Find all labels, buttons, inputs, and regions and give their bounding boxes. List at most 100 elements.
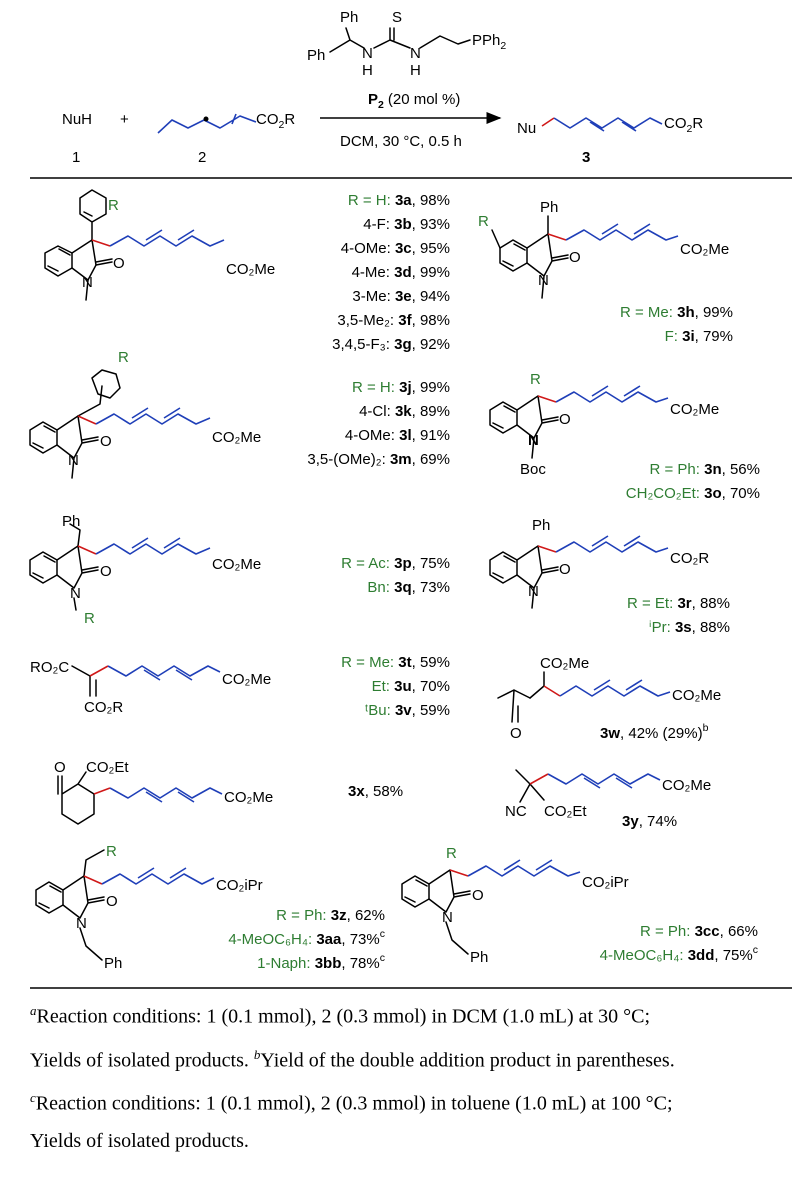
ketone-o-3x: O [54,759,66,776]
indolinone-o-3p: O [100,563,112,580]
catalyst-n1: N [362,45,373,62]
ester-co2me: CO₂Me [226,261,275,278]
structure-3w: CO₂Me O CO₂Me [497,655,721,742]
structure-3a-3g: N O R CO₂Me [44,189,275,301]
catalyst-h1: H [362,62,373,79]
ester-co2me-3t: CO₂Me [222,671,271,688]
allene-ester: CO2R [256,111,295,131]
label-compound-2: 2 [198,149,206,166]
allene-2: CO2R [157,111,295,134]
entry-3i: F: 3i, 79% [665,328,733,345]
structure-3r-3s: Ph N O CO₂R [489,517,709,609]
indolinone-n: N [82,274,93,291]
entry-3s: ⁱPr: 3s, 88% [649,619,730,636]
reagent-nuh: NuH [62,111,92,128]
entries-3a-3g: R = H: 3a, 98% 4-F: 3b, 93% 4-OMe: 3c, 9… [332,192,450,353]
entry-3c: 4-OMe: 3c, 95% [341,240,450,257]
entry-3a: R = H: 3a, 98% [348,192,450,209]
benzyl-r-group: R [118,349,129,366]
entry-3t: R = Me: 3t, 59% [341,654,450,671]
catalyst-pph2: PPh2 [472,32,506,52]
entry-3l: 4-OMe: 3l, 91% [345,427,450,444]
structure-3z-3bb: R N O Ph CO₂iPr [35,843,263,972]
ester-co2ipr-3cc: CO₂iPr [582,874,629,891]
entry-3k: 4-Cl: 3k, 89% [359,403,450,420]
structure-3y: NC CO₂Et CO₂Me [505,769,711,820]
entry-3f: 3,5-Me₂: 3f, 98% [337,312,450,329]
indolinone-n-3h: N [538,272,549,289]
ester-co2me-3j: CO₂Me [212,429,261,446]
entry-3r: R = Et: 3r, 88% [627,595,730,612]
r-group-3cc: R [446,845,457,862]
footnote-a: aReaction conditions: 1 (0.1 mmol), 2 (0… [30,1003,650,1028]
reaction-conditions: DCM, 30 °C, 0.5 h [340,133,462,150]
entry-3p: R = Ac: 3p, 75% [341,555,450,572]
r-group-3n: R [530,371,541,388]
ester-co2me-3w: CO₂Me [672,687,721,704]
ester-co2me-3p: CO₂Me [212,556,261,573]
entry-3d: 4-Me: 3d, 99% [352,264,450,281]
entries-3z-3bb: R = Ph: 3z, 62% 4-MeOC₆H₄: 3aa, 73%c 1-N… [228,907,385,972]
footnote-c-cont: Yields of isolated products. [30,1129,249,1152]
product-ester: CO2R [664,115,703,135]
structure-3n-3o: R N O Boc CO₂Me [489,371,719,478]
entry-3o: CH₂CO₂Et: 3o, 70% [626,485,760,502]
ester-co2me-3y: CO₂Me [662,777,711,794]
ester-co2ipr-3z: CO₂iPr [216,877,263,894]
ester-co2me-3x: CO₂Me [224,789,273,806]
entries-3n-3o: R = Ph: 3n, 56% CH₂CO₂Et: 3o, 70% [626,461,760,502]
nitrile-nc-3y: NC [505,803,527,820]
indolinone-n-3r: N [528,583,539,600]
indolinone-n-3j: N [68,452,79,469]
indolinone-o: O [113,255,125,272]
structure-3cc-3dd: R N O Ph CO₂iPr [401,845,629,966]
entry-3q: Bn: 3q, 73% [367,579,450,596]
entry-3y: 3y, 74% [622,813,677,830]
indolinone-o-3r: O [559,561,571,578]
benzyl-ph-3p: Ph [62,513,80,530]
aryl-r-group-3h: R [478,213,489,230]
aryl-r-group: R [108,197,119,214]
structure-3j-3m: R N O CO₂Me [29,349,261,479]
footnote-a-cont: Yields of isolated products. bYield of t… [30,1046,675,1072]
phenyl-3h: Ph [540,199,558,216]
entry-3e: 3-Me: 3e, 94% [352,288,450,305]
indolinone-n-3cc: N [442,909,453,926]
reaction-scheme: Ph Ph S N H N H PPh2 NuH + CO2R 1 2 P2(2… [29,9,792,989]
entry-3u: Et: 3u, 70% [372,678,450,695]
entry-3h: R = Me: 3h, 99% [620,304,733,321]
label-compound-3: 3 [582,149,590,166]
footnote-c: cReaction conditions: 1 (0.1 mmol), 2 (0… [30,1090,673,1115]
ester-co2me-3h: CO₂Me [680,241,729,258]
indolinone-n-3n: N [528,432,539,449]
indolinone-o-3z: O [106,893,118,910]
entries-3p-3q: R = Ac: 3p, 75% Bn: 3q, 73% [341,555,450,596]
catalyst-ph-left: Ph [307,47,325,64]
structure-3h-3i: R Ph N O CO₂Me [478,199,729,299]
catalyst-n2: N [410,45,421,62]
structure-3p-3q: Ph N O R CO₂Me [29,513,261,627]
entry-3n: R = Ph: 3n, 56% [649,461,760,478]
entry-3x: 3x, 58% [348,783,403,800]
r-group-3z: R [106,843,117,860]
catalyst-loading: P2(20 mol %) [368,91,460,111]
catalyst-ph-top: Ph [340,9,358,26]
benzyl-ph-3cc: Ph [470,949,488,966]
entries-3cc-3dd: R = Ph: 3cc, 66% 4-MeOC₆H₄: 3dd, 75%c [600,923,758,964]
entry-3v: ᵗBu: 3v, 59% [365,702,450,719]
entry-3dd: 4-MeOC₆H₄: 3dd, 75%c [600,944,758,964]
catalyst-h2: H [410,62,421,79]
ester-co2et-3y: CO₂Et [544,803,587,820]
ester-co2et-3x: CO₂Et [86,759,129,776]
ester-co2r-3r: CO₂R [670,550,709,567]
entries-3t-3v: R = Me: 3t, 59% Et: 3u, 70% ᵗBu: 3v, 59% [341,654,450,719]
phenyl-3r: Ph [532,517,550,534]
structure-3t-3v: RO₂C CO₂R CO₂Me [30,659,271,716]
n-r-group-3p: R [84,610,95,627]
indolinone-o-3n: O [559,411,571,428]
entry-3aa: 4-MeOC₆H₄: 3aa, 73%c [228,928,385,948]
entry-3b: 4-F: 3b, 93% [363,216,450,233]
entry-3j: R = H: 3j, 99% [352,379,450,396]
entry-3m: 3,5-(OMe)₂: 3m, 69% [307,451,450,468]
entries-3h-3i: R = Me: 3h, 99% F: 3i, 79% [620,304,733,345]
